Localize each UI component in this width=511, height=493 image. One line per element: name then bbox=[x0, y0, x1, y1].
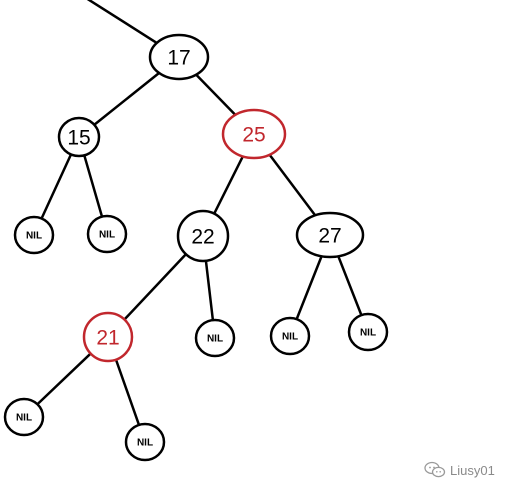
node-circle bbox=[347, 312, 389, 352]
edge-n25-n27 bbox=[268, 153, 317, 217]
edge-n17-n15 bbox=[93, 71, 161, 127]
node-circle bbox=[176, 209, 230, 263]
node-circle bbox=[57, 116, 101, 158]
watermark-text: Liusy01 bbox=[450, 462, 495, 478]
node-label: NIL bbox=[99, 230, 115, 241]
watermark: Liusy01 bbox=[424, 458, 495, 482]
tree-node-n27: 27 bbox=[295, 211, 365, 259]
edge-n22-nil3 bbox=[204, 259, 215, 322]
node-label: NIL bbox=[26, 231, 42, 242]
node-circle bbox=[3, 397, 45, 437]
node-circle bbox=[221, 108, 287, 160]
node-circle bbox=[194, 318, 236, 358]
node-circle bbox=[82, 311, 134, 363]
node-circle bbox=[295, 211, 365, 259]
node-label: 22 bbox=[191, 226, 214, 249]
node-circle bbox=[148, 33, 210, 81]
node-label: 25 bbox=[242, 124, 265, 147]
node-circle bbox=[13, 215, 55, 255]
tree-edges bbox=[36, 0, 363, 427]
edge-n27-nil5 bbox=[337, 255, 363, 317]
node-label: 27 bbox=[318, 225, 341, 248]
edge-n21-nil6 bbox=[36, 352, 92, 406]
nil-node-nil2: NIL bbox=[86, 214, 128, 254]
node-label: NIL bbox=[282, 332, 298, 343]
node-label: NIL bbox=[137, 438, 153, 449]
edge-n17-n25 bbox=[194, 73, 237, 117]
node-label: NIL bbox=[16, 413, 32, 424]
edge-n27-nil4 bbox=[295, 255, 323, 321]
wechat-icon bbox=[424, 461, 446, 479]
tree-node-n17: 17 bbox=[148, 33, 210, 81]
tree-node-n15: 15 bbox=[57, 116, 101, 158]
nil-node-nil6: NIL bbox=[3, 397, 45, 437]
node-label: 17 bbox=[167, 47, 190, 70]
edge-n21-nil7 bbox=[114, 358, 141, 427]
edge-n15-nil1 bbox=[40, 153, 73, 220]
tree-node-n25: 25 bbox=[221, 108, 287, 160]
edge-parent-n17 bbox=[86, 0, 159, 45]
node-label: NIL bbox=[360, 328, 376, 339]
nil-node-nil5: NIL bbox=[347, 312, 389, 352]
tree-node-n22: 22 bbox=[176, 209, 230, 263]
node-circle bbox=[269, 316, 311, 356]
nil-node-nil4: NIL bbox=[269, 316, 311, 356]
edge-n22-n21 bbox=[123, 252, 188, 321]
node-label: 15 bbox=[67, 127, 90, 150]
nil-node-nil7: NIL bbox=[124, 422, 166, 462]
nil-node-nil1: NIL bbox=[13, 215, 55, 255]
edge-n15-nil2 bbox=[83, 154, 104, 218]
edge-n25-n22 bbox=[212, 155, 245, 215]
node-label: NIL bbox=[207, 334, 223, 345]
node-circle bbox=[86, 214, 128, 254]
tree-node-n21: 21 bbox=[82, 311, 134, 363]
node-label: 21 bbox=[96, 327, 119, 350]
node-circle bbox=[124, 422, 166, 462]
nil-node-nil3: NIL bbox=[194, 318, 236, 358]
